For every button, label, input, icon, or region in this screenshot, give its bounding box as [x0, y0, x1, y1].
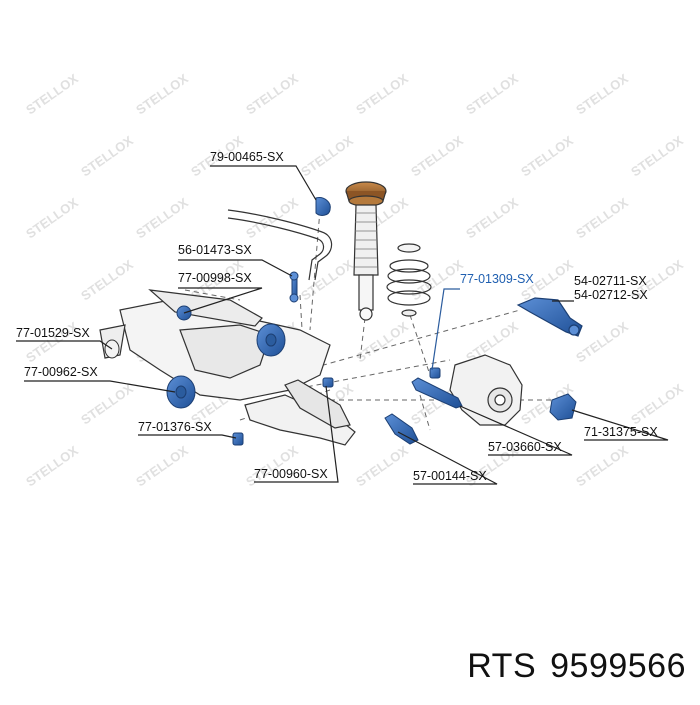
watermark-text: STELLOX	[78, 257, 136, 304]
watermark-text: STELLOX	[408, 133, 466, 180]
watermark-text: STELLOX	[573, 195, 631, 242]
watermark-text: STELLOX	[23, 195, 81, 242]
footer-code: 9599566	[550, 647, 686, 685]
lower-arm	[244, 379, 356, 446]
wheel-knuckle	[449, 354, 523, 426]
highlighted-parts	[104, 197, 577, 446]
label-77-01529: 77-01529-SX	[16, 326, 90, 340]
stabilizer-bar	[227, 209, 333, 281]
coil-spring	[386, 243, 432, 317]
watermark-text: STELLOX	[463, 71, 521, 118]
watermark-text: STELLOX	[573, 443, 631, 490]
watermark-text: STELLOX	[23, 71, 81, 118]
watermark-text: STELLOX	[133, 443, 191, 490]
leader-lines	[16, 165, 669, 485]
watermark-text: STELLOX	[298, 257, 356, 304]
watermark-text: STELLOX	[628, 133, 686, 180]
label-77-01309: 77-01309-SX	[460, 272, 534, 286]
watermark-text: STELLOX	[463, 195, 521, 242]
watermark-text: STELLOX	[298, 133, 356, 180]
label-77-01376: 77-01376-SX	[138, 420, 212, 434]
watermark-text: STELLOX	[133, 71, 191, 118]
shock-absorber	[345, 181, 387, 321]
watermark-text: STELLOX	[518, 133, 576, 180]
watermark-text: STELLOX	[23, 443, 81, 490]
watermark-text: STELLOX	[133, 195, 191, 242]
label-57-03660: 57-03660-SX	[488, 440, 562, 454]
footer-brand: RTS	[467, 647, 537, 685]
watermark-text: STELLOX	[573, 71, 631, 118]
watermark-text: STELLOX	[78, 381, 136, 428]
watermark-text: STELLOX	[353, 443, 411, 490]
label-77-00960: 77-00960-SX	[254, 467, 328, 481]
label-56-01473: 56-01473-SX	[178, 243, 252, 257]
watermark-text: STELLOX	[353, 319, 411, 366]
watermark-text: STELLOX	[628, 381, 686, 428]
label-54-02711: 54-02711-SX	[574, 274, 647, 288]
upper-control-arm	[516, 297, 583, 337]
label-54-02712: 54-02712-SX	[574, 288, 648, 302]
label-57-00144: 57-00144-SX	[413, 469, 487, 483]
watermark-text: STELLOX	[243, 71, 301, 118]
label-79-00465: 79-00465-SX	[210, 150, 284, 164]
label-77-00998: 77-00998-SX	[178, 271, 252, 285]
watermark-text: STELLOX	[353, 71, 411, 118]
footer-product-code: RTS 9599566	[453, 647, 686, 686]
label-71-31375: 71-31375-SX	[584, 425, 658, 439]
watermark-text: STELLOX	[78, 133, 136, 180]
label-77-00962: 77-00962-SX	[24, 365, 98, 379]
